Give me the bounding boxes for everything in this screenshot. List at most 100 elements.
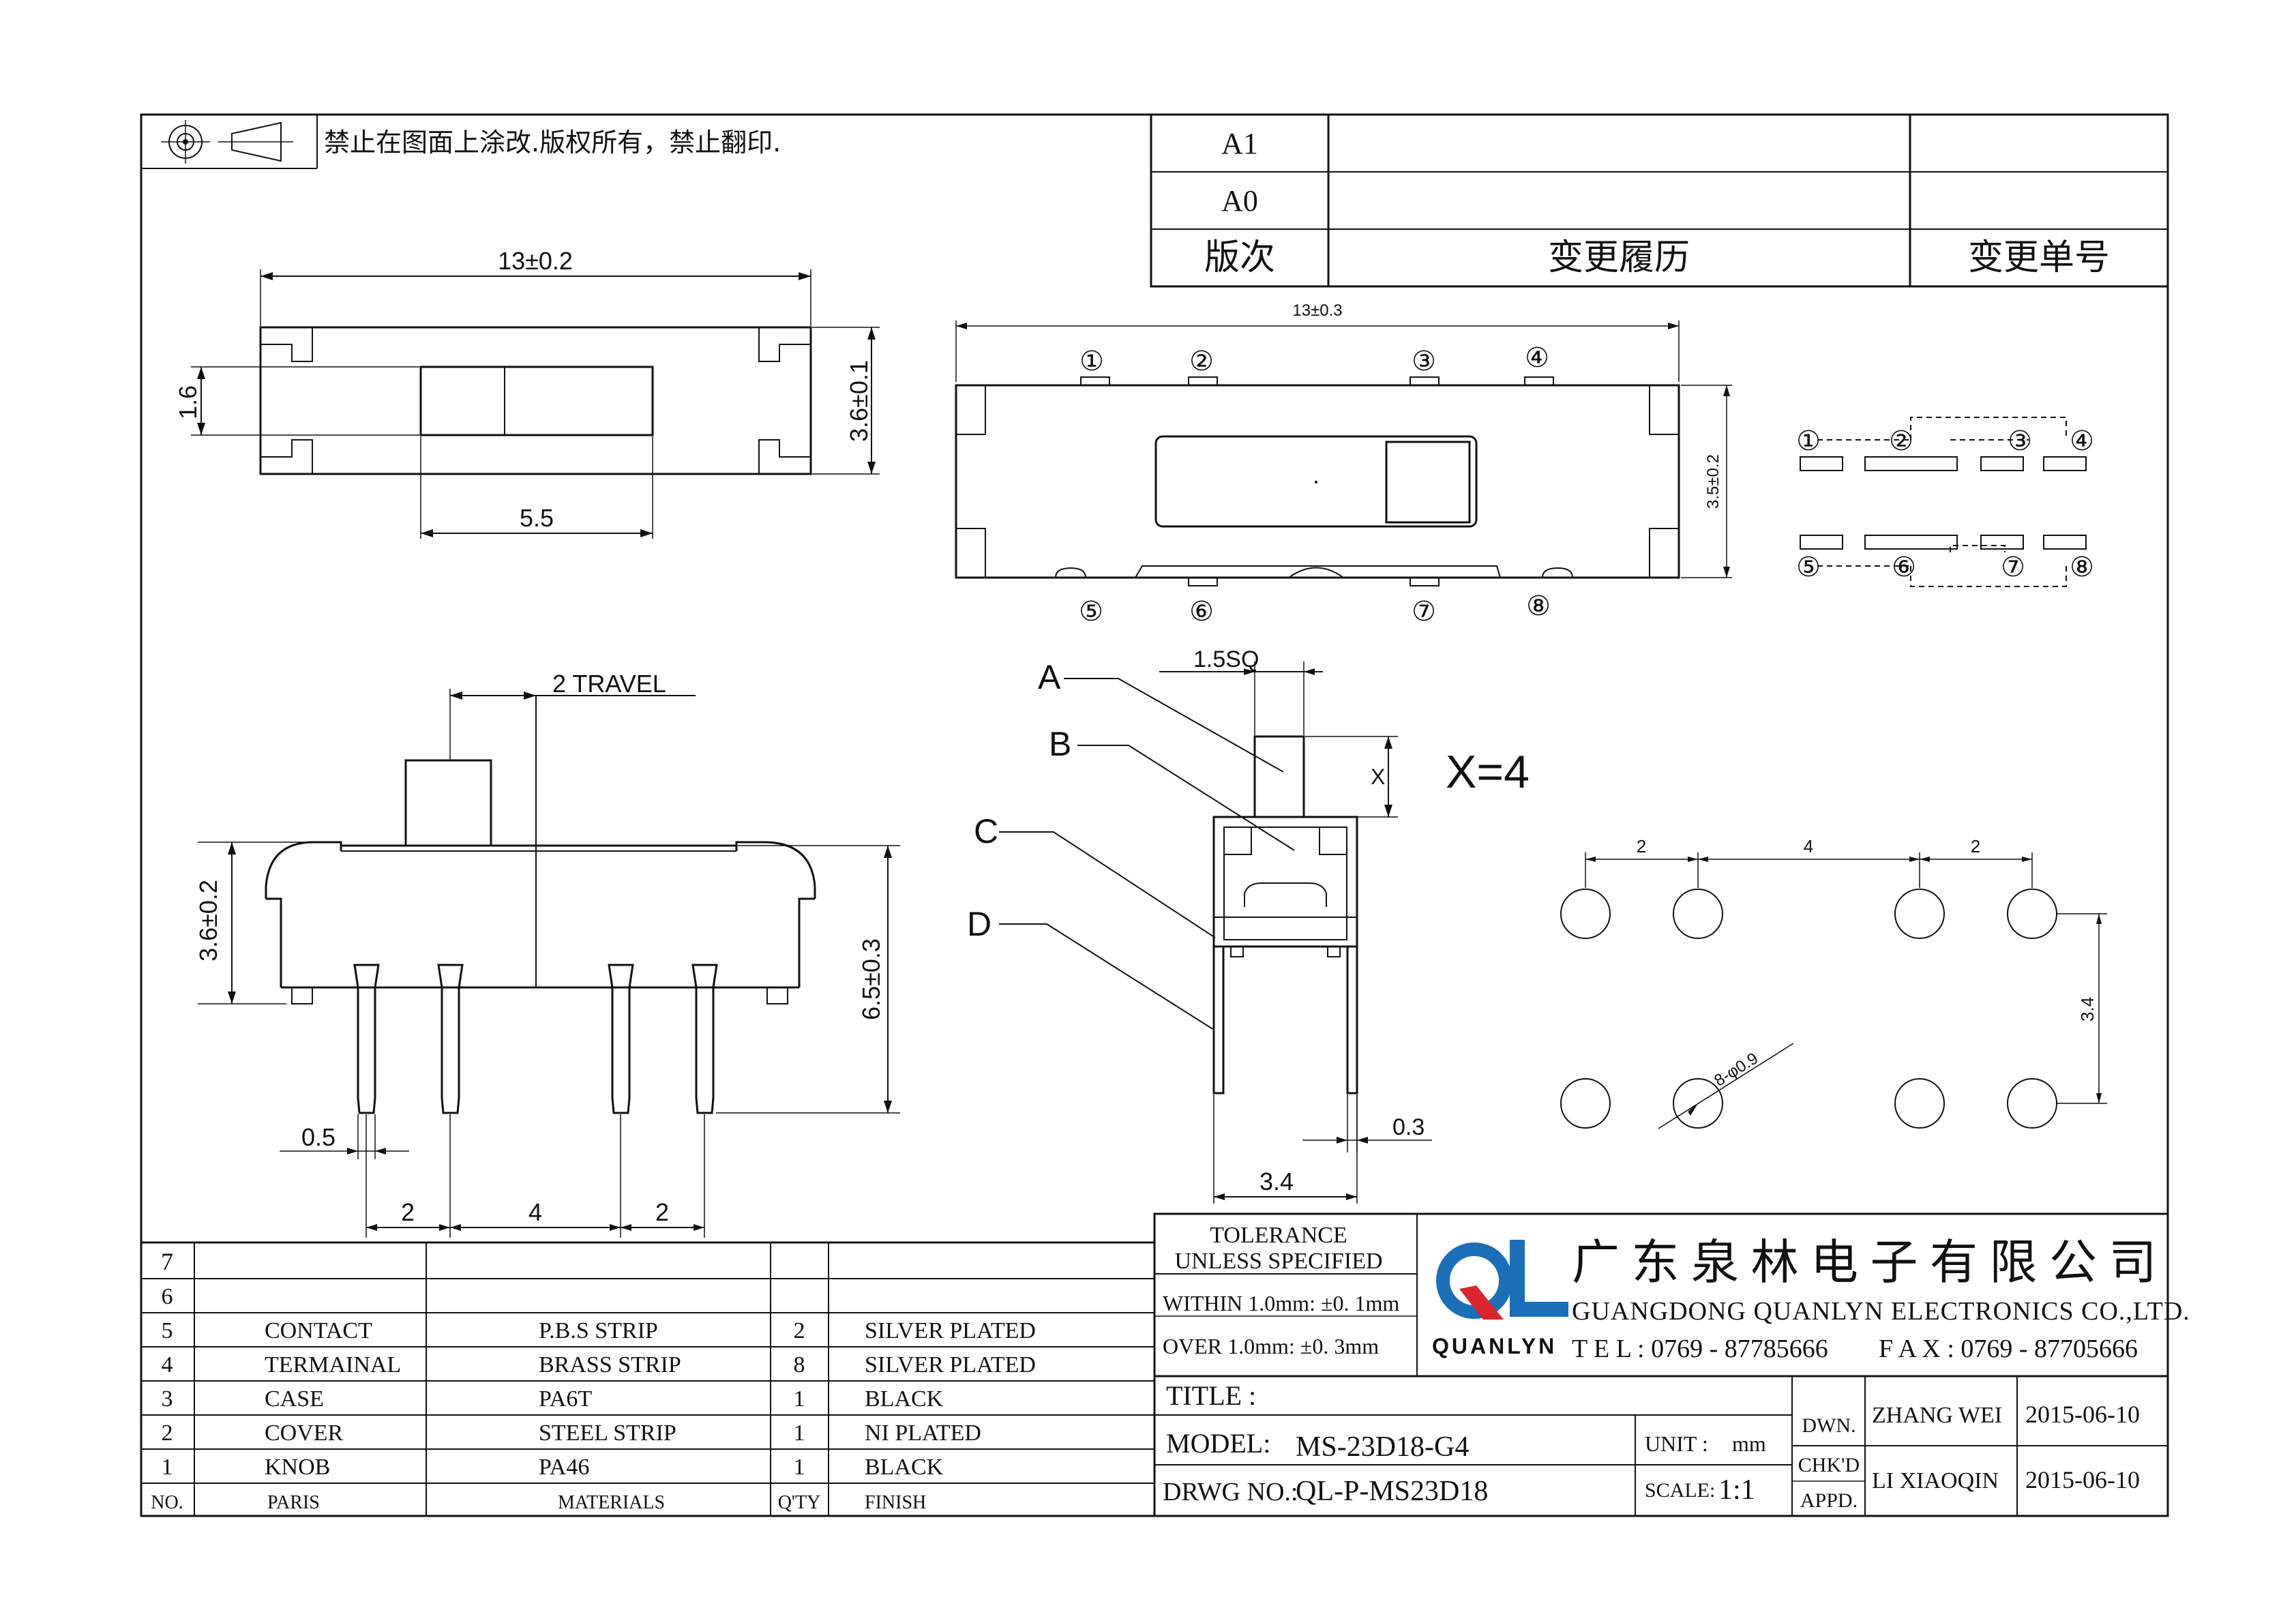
- bom-part: TERMAINAL: [265, 1352, 401, 1378]
- side-pitch-1: 2: [401, 1198, 415, 1226]
- x-value: X=4: [1446, 746, 1530, 798]
- bom-row-7-no: 7: [161, 1248, 173, 1275]
- side-height-dim: 3.6±0.2: [194, 880, 222, 962]
- top-view-width-dim: 13±0.2: [498, 247, 573, 275]
- end-label-c: C: [974, 812, 998, 850]
- model-label: MODEL:: [1166, 1428, 1270, 1459]
- fp-pitch-2: 4: [1804, 836, 1813, 857]
- scale-label: SCALE:: [1645, 1479, 1715, 1502]
- pin-label-3: ③: [1412, 346, 1436, 377]
- tolerance-line4: OVER 1.0mm: ±0. 3mm: [1163, 1334, 1379, 1358]
- company-fax: F A X : 0769 - 87705666: [1879, 1335, 2138, 1363]
- bom-header-part: PARIS: [267, 1492, 320, 1513]
- bom-part: CASE: [265, 1386, 324, 1412]
- title-label: TITLE :: [1166, 1380, 1256, 1411]
- model-value: MS-23D18-G4: [1296, 1431, 1469, 1463]
- end-view: A B C D 1.5SQ X X=4 0.3 3.4: [967, 646, 1530, 1204]
- bom-no: 2: [162, 1420, 173, 1446]
- bom-part: CONTACT: [265, 1318, 372, 1343]
- pin-label-8: ⑧: [1526, 591, 1551, 622]
- checked-by: LI XIAOQIN: [1872, 1468, 1999, 1493]
- rev-row-a0: A0: [1221, 184, 1258, 218]
- schem-pin-2: ②: [1889, 426, 1913, 457]
- side-view: 2 TRAVEL 3.6±0.2 6.5±0.3 0.5 2: [194, 670, 900, 1238]
- end-width-dim: 3.4: [1259, 1167, 1294, 1195]
- company-logo: QUANLYN: [1432, 1240, 1568, 1358]
- travel-dim: 2 TRAVEL: [552, 670, 666, 698]
- schem-pin-1: ①: [1796, 426, 1821, 457]
- bom-qty: 1: [794, 1386, 805, 1412]
- pin-label-1: ①: [1079, 346, 1104, 377]
- mid-view-height-dim: 3.5±0.2: [1704, 454, 1723, 509]
- bom-qty: 1: [794, 1455, 805, 1480]
- schem-pin-4: ④: [2070, 426, 2094, 457]
- first-angle-projection-icon: [161, 120, 293, 164]
- bom-finish: BLACK: [865, 1386, 944, 1412]
- bom-material: P.B.S STRIP: [539, 1318, 658, 1343]
- pin-label-4: ④: [1525, 342, 1549, 374]
- bom-no: 5: [162, 1318, 173, 1343]
- top-view: 13±0.2 3.6±0.1 1.6 5.5: [174, 247, 880, 539]
- schem-pin-7: ⑦: [2001, 552, 2025, 583]
- logo-text: QUANLYN: [1432, 1334, 1557, 1358]
- scale-value: 1:1: [1718, 1474, 1755, 1506]
- bom-material: PA6T: [539, 1386, 592, 1412]
- bom-part: KNOB: [265, 1455, 330, 1480]
- bom-material: STEEL STRIP: [539, 1420, 676, 1446]
- unit-value: mm: [1732, 1431, 1766, 1456]
- end-label-a: A: [1038, 658, 1061, 696]
- bom-finish: NI PLATED: [865, 1420, 981, 1446]
- tolerance-line2: UNLESS SPECIFIED: [1174, 1249, 1382, 1274]
- fp-hole-callout: 8-φ0.9: [1711, 1049, 1761, 1090]
- chkd-label: CHK'D: [1798, 1454, 1860, 1476]
- appd-label: APPD.: [1800, 1489, 1858, 1512]
- drawn-by: ZHANG WEI: [1872, 1403, 2002, 1428]
- fp-pitch-3: 2: [1971, 836, 1980, 857]
- fp-pitch-1: 2: [1637, 836, 1646, 857]
- drwg-label: DRWG NO.:: [1163, 1478, 1298, 1506]
- pin-label-2: ②: [1189, 346, 1214, 377]
- title-block: TOLERANCE UNLESS SPECIFIED WITHIN 1.0mm:…: [1153, 1212, 2190, 1517]
- bom-material: PA46: [539, 1455, 589, 1480]
- bom-finish: BLACK: [865, 1455, 944, 1480]
- tolerance-line3: WITHIN 1.0mm: ±0. 1mm: [1163, 1291, 1399, 1315]
- end-label-d: D: [967, 905, 992, 943]
- x-dim-label: X: [1371, 764, 1385, 789]
- drawn-date: 2015-06-10: [2025, 1401, 2140, 1428]
- rev-row-a1: A1: [1221, 127, 1258, 160]
- top-view-height-dim: 3.6±0.1: [845, 360, 873, 442]
- bom-row-6-no: 6: [162, 1284, 173, 1309]
- end-pin-width-dim: 0.3: [1392, 1114, 1425, 1140]
- revision-table: A1 A0 版次 变更履历 变更单号: [1150, 113, 2169, 288]
- schem-pin-5: ⑤: [1796, 552, 1821, 583]
- rev-header-history: 变更履历: [1548, 239, 1690, 278]
- bom-qty: 8: [794, 1352, 805, 1378]
- mid-view-width-dim: 13±0.3: [1292, 301, 1342, 320]
- schem-pin-3: ③: [2008, 426, 2032, 457]
- company-cn-name: 广 东 泉 林 电 子 有 限 公 司: [1572, 1237, 2157, 1290]
- knob-sq-dim: 1.5SQ: [1193, 646, 1259, 672]
- side-pitch-3: 2: [655, 1198, 669, 1226]
- notice-block: 禁止在图面上涂改.版权所有，禁止翻印.: [141, 115, 781, 169]
- knob-width-dim: 5.5: [520, 504, 554, 532]
- bom-qty: 1: [794, 1420, 805, 1446]
- pin-label-6: ⑥: [1189, 596, 1214, 627]
- company-tel: T E L : 0769 - 87785666: [1572, 1335, 1828, 1363]
- bom-no: 3: [162, 1386, 173, 1412]
- rev-header-version: 版次: [1204, 239, 1275, 278]
- bom-finish: SILVER PLATED: [865, 1318, 1036, 1343]
- bom-table: 7 6 5 CONTACT P.B.S STRIP 2 SILVER PLATE…: [141, 1241, 1154, 1516]
- end-label-b: B: [1049, 725, 1071, 763]
- drwg-value: QL-P-MS23D18: [1296, 1476, 1488, 1507]
- tolerance-line1: TOLERANCE: [1210, 1223, 1347, 1248]
- fp-row-gap: 3.4: [2077, 997, 2098, 1022]
- dwn-label: DWN.: [1802, 1414, 1855, 1437]
- unit-label: UNIT :: [1645, 1431, 1708, 1456]
- bom-qty: 2: [794, 1318, 805, 1343]
- bom-no: 1: [162, 1455, 173, 1480]
- bom-header-material: MATERIALS: [558, 1492, 665, 1513]
- company-en-name: GUANGDONG QUANLYN ELECTRONICS CO.,LTD.: [1572, 1297, 2190, 1326]
- bom-no: 4: [162, 1352, 173, 1378]
- side-pitch-2: 4: [528, 1198, 542, 1226]
- bom-header-finish: FINISH: [865, 1492, 926, 1513]
